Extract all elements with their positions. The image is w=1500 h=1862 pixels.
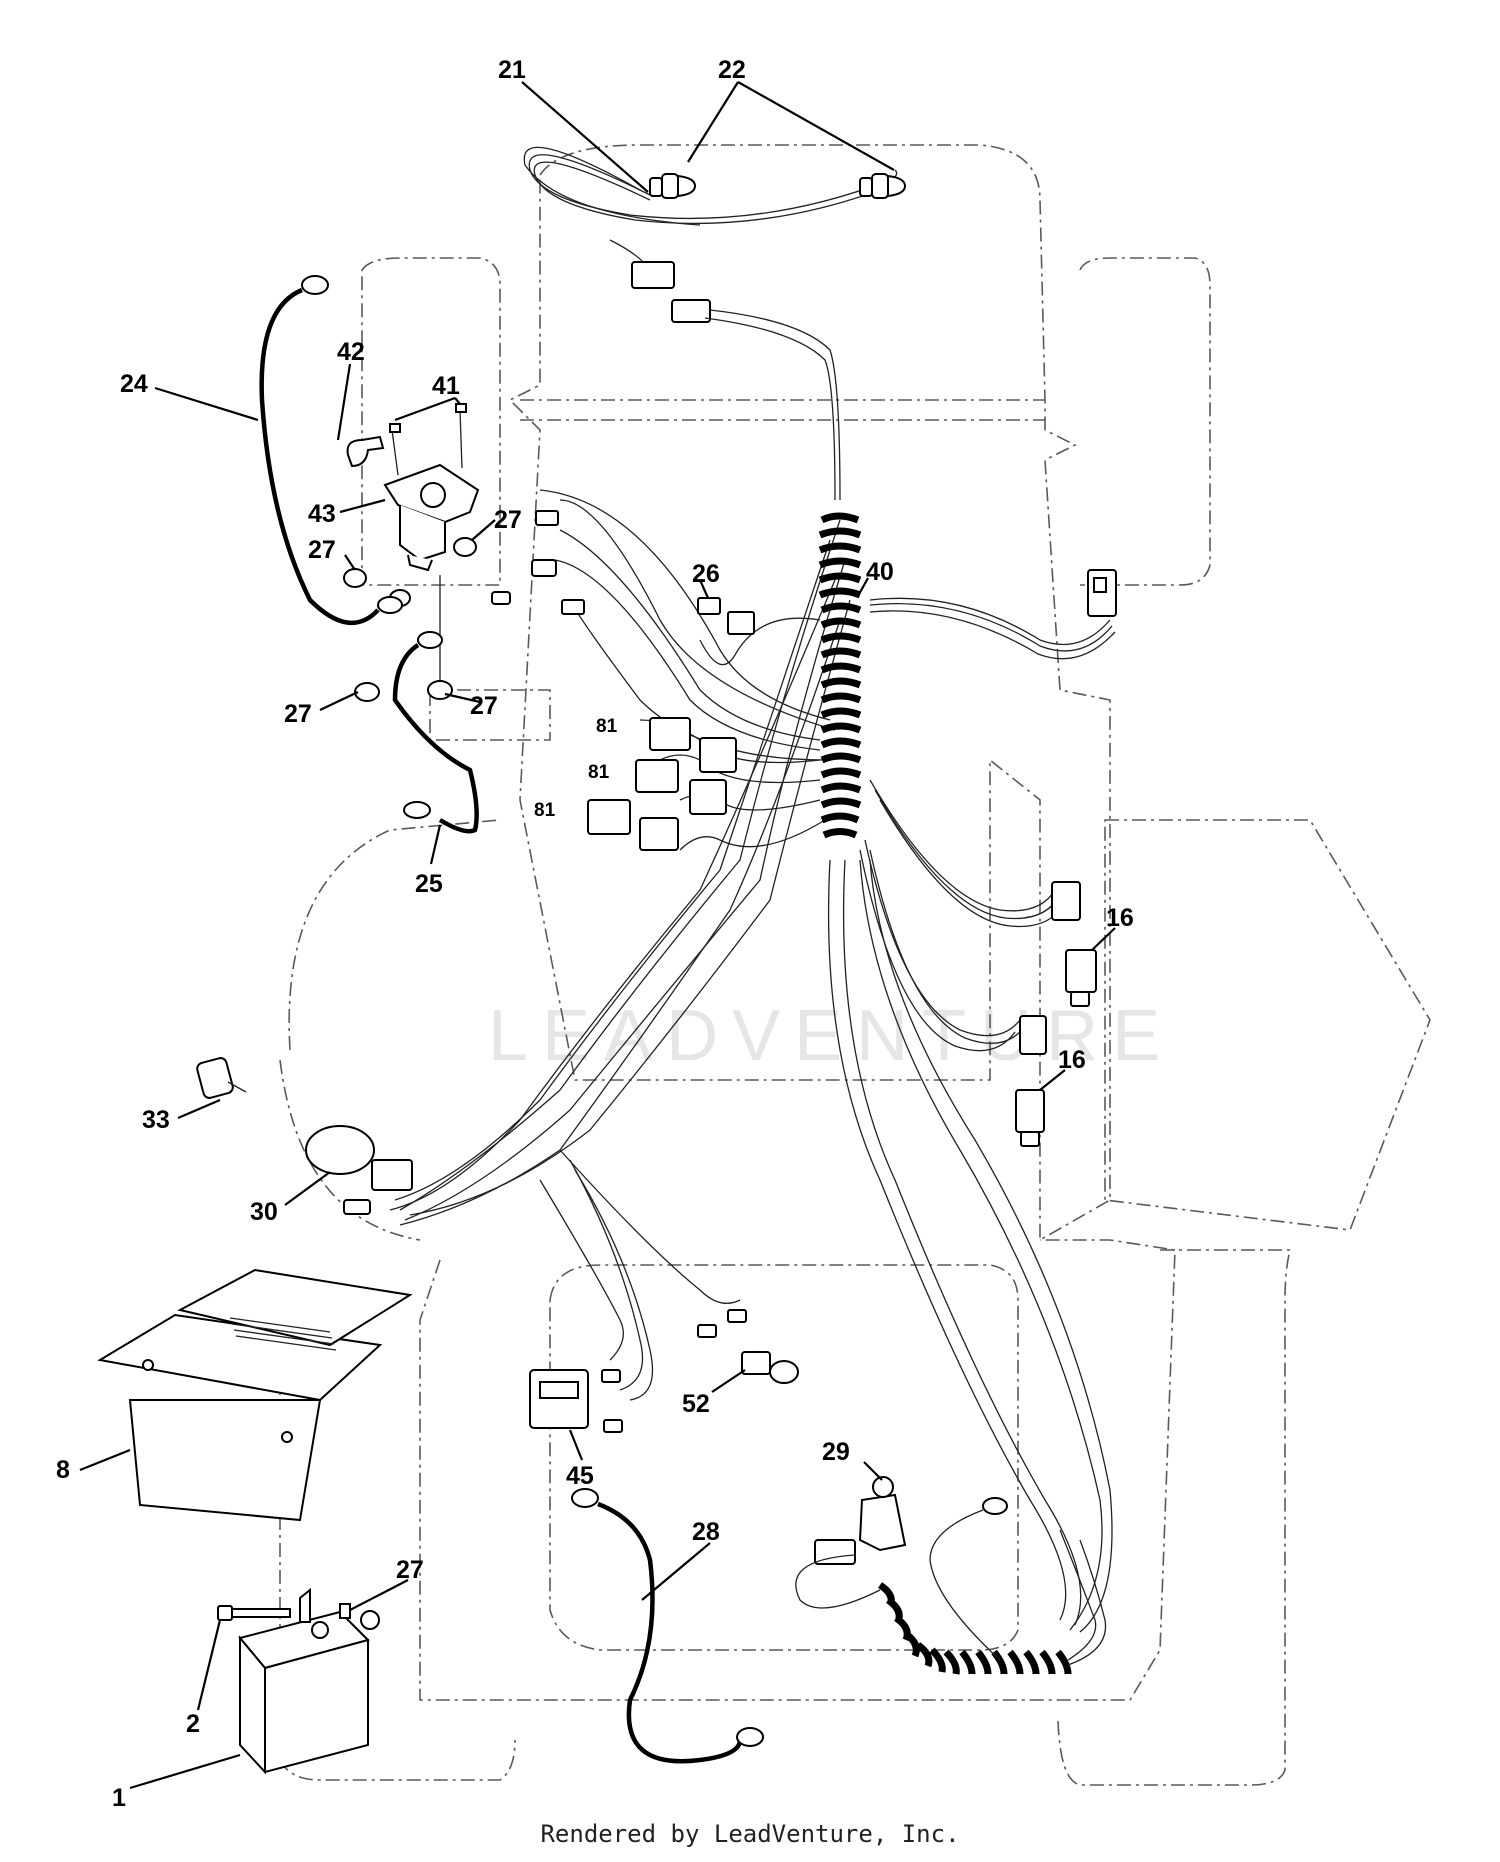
callout-28: 28 xyxy=(692,1518,720,1546)
callout-33: 33 xyxy=(142,1106,170,1134)
pto-switch xyxy=(814,1476,907,1565)
ground-cable-25 xyxy=(392,510,585,834)
callout-16-upper: 16 xyxy=(1106,904,1134,932)
callout-52: 52 xyxy=(682,1390,710,1418)
tractor-outline xyxy=(279,144,1431,1786)
battery-box xyxy=(97,1268,413,1522)
ignition-switch xyxy=(305,1125,413,1215)
callout-27-right: 27 xyxy=(494,506,522,534)
callout-30: 30 xyxy=(250,1198,278,1226)
harness-sleeve xyxy=(818,512,862,839)
switch-16-lower xyxy=(1015,1015,1047,1147)
switch-16-upper xyxy=(1051,881,1097,1007)
callout-27-lower-right: 27 xyxy=(470,692,498,720)
callout-24: 24 xyxy=(120,370,148,398)
callouts: 21 22 24 42 41 43 27 27 27 27 26 40 81 8… xyxy=(56,56,1134,1812)
callout-40: 40 xyxy=(866,558,894,586)
callout-25: 25 xyxy=(415,870,443,898)
callout-26: 26 xyxy=(692,560,720,588)
callout-1: 1 xyxy=(112,1784,126,1812)
right-connector xyxy=(1087,569,1117,617)
hour-meter xyxy=(529,1369,589,1429)
callout-21: 21 xyxy=(498,56,526,84)
relay-3 xyxy=(587,799,679,851)
ignition-key xyxy=(196,1057,247,1099)
callout-27-left: 27 xyxy=(308,536,336,564)
callout-27-battery: 27 xyxy=(396,1556,424,1584)
relay-2 xyxy=(635,759,727,815)
battery-cable-24 xyxy=(259,275,403,626)
callout-16-lower: 16 xyxy=(1058,1046,1086,1074)
footer-credit: Rendered by LeadVenture, Inc. xyxy=(540,1820,960,1848)
connector-26 xyxy=(697,597,755,635)
relay-1 xyxy=(649,717,737,773)
lamp xyxy=(601,1309,799,1433)
battery-bolt xyxy=(217,1587,351,1623)
coiled-harness xyxy=(795,1497,1107,1675)
solenoid-assembly xyxy=(343,403,480,702)
leader-lines xyxy=(79,81,1116,1790)
main-harness-light-connector xyxy=(671,299,711,323)
callout-29: 29 xyxy=(822,1438,850,1466)
light-harness-connector xyxy=(631,261,675,289)
callout-45: 45 xyxy=(566,1462,594,1490)
callout-27-lower-left: 27 xyxy=(284,700,312,728)
battery xyxy=(238,1610,380,1775)
callout-81-upper: 81 xyxy=(596,716,618,737)
callout-43: 43 xyxy=(308,500,336,528)
callout-22: 22 xyxy=(718,56,746,84)
callout-8: 8 xyxy=(56,1456,70,1484)
callout-81-middle: 81 xyxy=(588,762,610,783)
callout-81-lower: 81 xyxy=(534,800,556,821)
callout-41: 41 xyxy=(432,372,460,400)
light-harness xyxy=(523,146,898,501)
ground-cable-28 xyxy=(571,1488,764,1764)
callout-2: 2 xyxy=(186,1710,200,1738)
bulb-left xyxy=(649,173,697,199)
callout-42: 42 xyxy=(337,338,365,366)
bulb-right xyxy=(859,173,907,199)
